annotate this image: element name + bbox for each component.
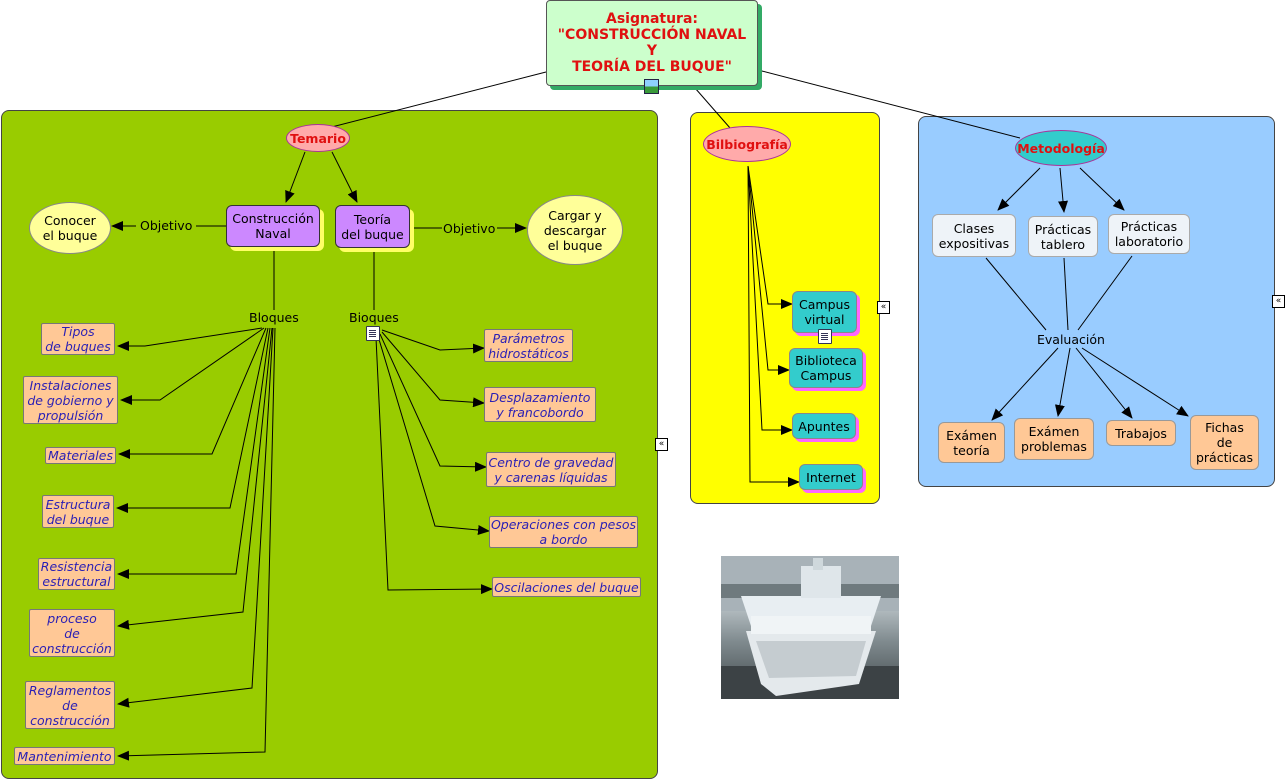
title-text: Asignatura: "CONSTRUCCIÓN NAVAL Y TEORÍA… — [557, 11, 747, 75]
title-node[interactable]: Asignatura: "CONSTRUCCIÓN NAVAL Y TEORÍA… — [546, 0, 758, 86]
block-item-tipos[interactable]: Tipos de buques — [41, 323, 115, 355]
objetivo-left-label: Objetivo — [140, 218, 193, 233]
evaluacion-label: Evaluación — [1037, 332, 1105, 347]
biblio-item-apuntes[interactable]: Apuntes — [792, 413, 856, 439]
bloques-left-label: Bloques — [249, 310, 299, 325]
teoria-buque-node[interactable]: Teoría del buque — [335, 205, 410, 248]
block-item-centro-gravedad[interactable]: Centro de gravedad y carenas líquidas — [486, 452, 616, 487]
conocer-buque-node[interactable]: Conocer el buque — [29, 202, 111, 254]
method-clases[interactable]: Clases expositivas — [932, 214, 1016, 257]
eval-teoria[interactable]: Exámen teoría — [938, 422, 1005, 463]
objetivo-right-label: Objetivo — [443, 221, 496, 236]
document-icon[interactable] — [818, 329, 832, 344]
collapse-icon[interactable]: « — [655, 438, 668, 451]
cargar-descargar-node[interactable]: Cargar y descargar el buque — [527, 195, 623, 265]
block-item-parametros[interactable]: Parámetros hidrostáticos — [484, 329, 573, 362]
ship-illustration — [721, 556, 899, 699]
temario-node[interactable]: Temario — [286, 124, 350, 152]
bibliografia-node[interactable]: Bilbiografía — [703, 126, 791, 162]
collapse-icon[interactable]: « — [1272, 295, 1285, 308]
block-item-mantenimiento[interactable]: Mantenimiento — [14, 747, 115, 765]
block-item-instalaciones[interactable]: Instalaciones de gobierno y propulsión — [23, 376, 118, 424]
image-icon[interactable] — [644, 79, 659, 94]
method-laboratorio[interactable]: Prácticas laboratorio — [1108, 214, 1190, 254]
frozen-ship-photo — [721, 556, 899, 699]
block-item-materiales[interactable]: Materiales — [45, 447, 116, 464]
collapse-icon[interactable]: « — [877, 301, 890, 314]
construccion-naval-node[interactable]: Construcción Naval — [226, 205, 320, 247]
biblio-item-campus-virtual[interactable]: Campus virtual — [792, 291, 857, 333]
block-item-reglamentos[interactable]: Reglamentos de construcción — [25, 681, 115, 729]
eval-trabajos[interactable]: Trabajos — [1106, 420, 1176, 446]
metodologia-node[interactable]: Metodología — [1015, 130, 1107, 166]
block-item-proceso[interactable]: proceso de construcción — [29, 609, 115, 657]
block-item-oscilaciones[interactable]: Oscilaciones del buque — [492, 577, 641, 597]
block-item-estructura[interactable]: Estructura del buque — [42, 495, 114, 528]
biblio-item-internet[interactable]: Internet — [799, 464, 863, 490]
bloques-right-label: Bioques — [349, 310, 399, 325]
document-icon[interactable] — [366, 326, 380, 341]
biblio-item-biblioteca[interactable]: Biblioteca Campus — [789, 348, 863, 388]
eval-fichas[interactable]: Fichas de prácticas — [1190, 415, 1259, 470]
block-item-resistencia[interactable]: Resistencia estructural — [38, 558, 115, 590]
method-tablero[interactable]: Prácticas tablero — [1028, 216, 1098, 257]
block-item-operaciones[interactable]: Operaciones con pesos a bordo — [489, 516, 638, 548]
eval-problemas[interactable]: Exámen problemas — [1014, 418, 1094, 460]
block-item-desplazamiento[interactable]: Desplazamiento y francobordo — [484, 387, 596, 422]
